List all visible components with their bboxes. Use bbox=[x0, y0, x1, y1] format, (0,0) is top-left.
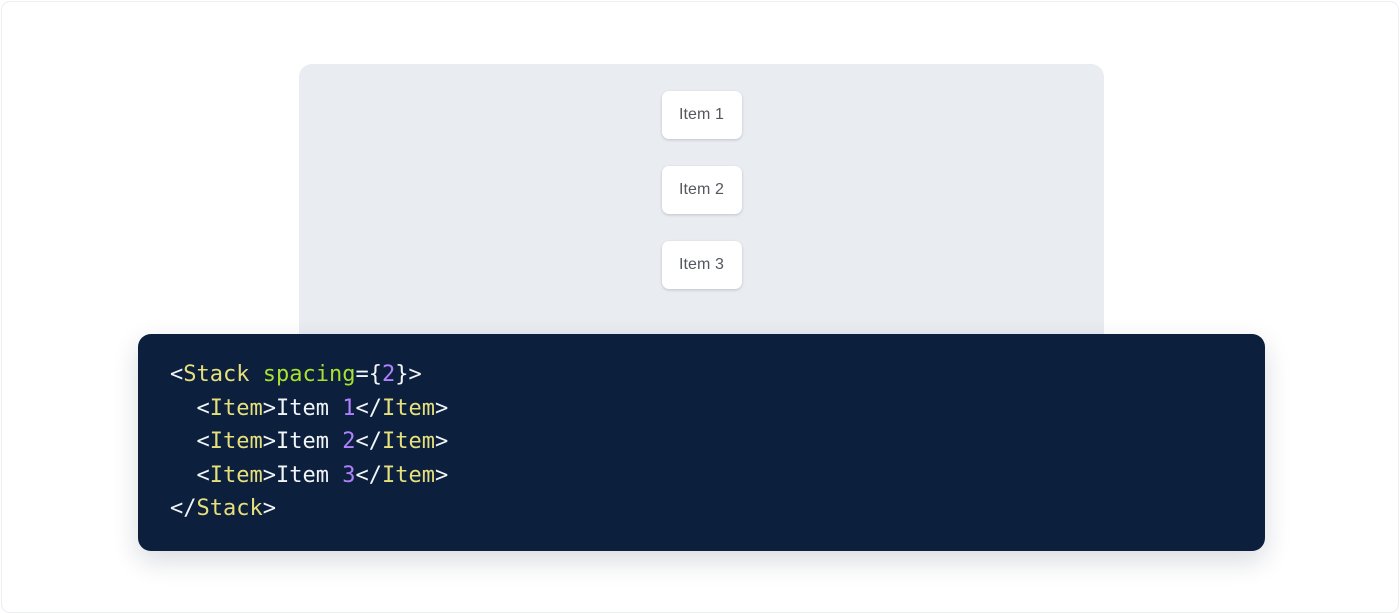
code-token-punct: </ bbox=[355, 395, 382, 421]
code-token-punct: }> bbox=[395, 362, 422, 387]
code-token-tag: Item bbox=[209, 429, 263, 455]
stack-item-card[interactable]: Item 3 bbox=[661, 241, 742, 289]
code-token-punct bbox=[249, 362, 262, 387]
code-token-punct: </ bbox=[355, 462, 382, 488]
code-line: <Item>Item 3</Item> bbox=[170, 459, 1233, 493]
code-indent bbox=[170, 396, 197, 421]
code-token-num: 1 bbox=[342, 395, 356, 421]
stack-item-label: Item 2 bbox=[678, 181, 725, 198]
code-token-punct: < bbox=[196, 462, 210, 488]
stack-item-card[interactable]: Item 2 bbox=[661, 166, 742, 214]
code-token-punct: </ bbox=[170, 496, 197, 522]
code-token-punct: ={ bbox=[355, 362, 382, 387]
code-token-tag: Stack bbox=[183, 362, 250, 387]
stack-item-label: Item 1 bbox=[678, 106, 725, 123]
code-line: <Item>Item 1</Item> bbox=[170, 392, 1233, 426]
code-token-num: 3 bbox=[342, 462, 356, 488]
stack-preview-panel: Item 1 Item 2 Item 3 bbox=[299, 64, 1104, 384]
code-indent bbox=[170, 463, 197, 488]
code-token-punct: > bbox=[262, 395, 276, 421]
code-token-punct: < bbox=[196, 395, 210, 421]
code-token-tag: Item bbox=[381, 395, 435, 421]
code-token-punct: > bbox=[262, 496, 276, 522]
code-token-tag: Item bbox=[209, 462, 263, 488]
code-block: <Stack spacing={2}> <Item>Item 1</Item> … bbox=[170, 358, 1233, 526]
code-token-text: Item bbox=[275, 462, 343, 488]
stack-item-label: Item 3 bbox=[678, 256, 725, 273]
code-token-punct: < bbox=[170, 362, 184, 387]
stack-container: Item 1 Item 2 Item 3 bbox=[299, 64, 1104, 289]
code-token-punct: </ bbox=[355, 429, 382, 455]
code-snippet-panel: <Stack spacing={2}> <Item>Item 1</Item> … bbox=[138, 334, 1265, 551]
code-token-punct: > bbox=[434, 462, 449, 488]
code-token-tag: Item bbox=[381, 462, 435, 488]
code-indent bbox=[170, 429, 197, 454]
code-token-num: 2 bbox=[342, 429, 356, 455]
code-token-text: Item bbox=[275, 395, 343, 421]
code-token-text: Item bbox=[275, 429, 343, 455]
code-token-attr: spacing bbox=[262, 362, 356, 387]
code-token-punct: > bbox=[434, 395, 449, 421]
code-token-tag: Item bbox=[381, 429, 435, 455]
code-token-tag: Item bbox=[209, 395, 263, 421]
code-token-punct: > bbox=[262, 462, 276, 488]
code-line: <Item>Item 2</Item> bbox=[170, 425, 1233, 459]
code-line: </Stack> bbox=[170, 492, 1233, 526]
code-token-tag: Stack bbox=[196, 496, 263, 522]
code-token-punct: > bbox=[434, 429, 449, 455]
stack-item-card[interactable]: Item 1 bbox=[661, 91, 742, 139]
code-line: <Stack spacing={2}> bbox=[170, 358, 1233, 392]
code-token-num: 2 bbox=[381, 362, 396, 387]
code-token-punct: < bbox=[196, 429, 210, 455]
code-token-punct: > bbox=[262, 429, 276, 455]
